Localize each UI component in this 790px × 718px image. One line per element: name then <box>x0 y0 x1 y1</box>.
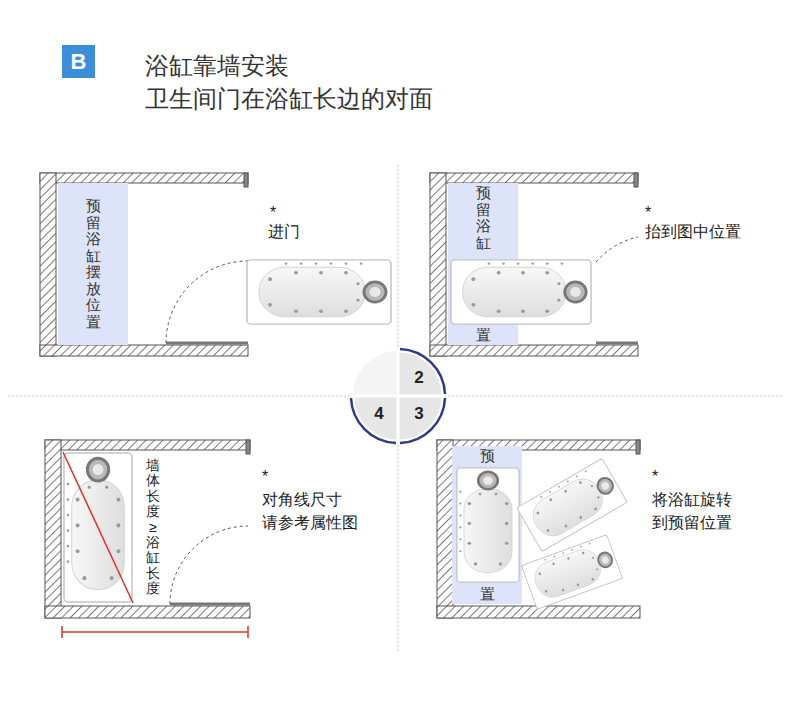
door-swing <box>596 237 638 262</box>
step-number: 2 <box>414 368 423 388</box>
note-mark: * <box>645 204 651 222</box>
note-text: 将浴缸旋转 到预留位置 <box>652 488 738 534</box>
dimension-note: 墙体长度≥浴缸长度 <box>146 458 160 597</box>
bathtub-figure <box>457 468 519 582</box>
dimension-line <box>62 626 248 638</box>
room-plan <box>430 173 638 356</box>
note-mark: * <box>652 468 658 486</box>
room-plan <box>40 173 248 356</box>
vertical-label: 预留浴缸 <box>476 185 491 251</box>
note-text: 进门 <box>268 222 300 243</box>
room-plan <box>437 440 640 618</box>
subtitle-text: 卫生间门在浴缸长边的对面 <box>145 83 433 115</box>
reserved-area: 预留浴缸摆放位置 <box>58 183 128 345</box>
divider-line <box>8 396 782 397</box>
note-text: 抬到图中位置 <box>645 222 741 243</box>
step-circle <box>351 349 445 443</box>
vertical-label: 置 <box>480 586 495 603</box>
bathtub-figure <box>517 458 628 551</box>
door-leaf <box>596 342 638 345</box>
door-leaf <box>166 342 248 345</box>
vertical-label: 预留浴缸摆放位置 <box>86 198 101 330</box>
note-mark: * <box>262 468 268 486</box>
door-swing <box>170 526 248 604</box>
step-number: 3 <box>414 404 423 424</box>
room-plan <box>45 440 250 618</box>
door-swing <box>166 261 248 343</box>
bathtub-figure <box>451 260 591 324</box>
door-leaf <box>170 603 250 606</box>
step-number: 4 <box>374 404 383 424</box>
diagonal-line <box>63 452 133 603</box>
note-text: 对角线尺寸 请参考属性图 <box>262 488 364 534</box>
vertical-label: 置 <box>476 327 491 344</box>
vertical-label: 预 <box>480 448 495 465</box>
divider-line <box>398 165 399 652</box>
title-text: 浴缸靠墙安装 <box>145 50 289 82</box>
badge-letter: B <box>71 49 87 75</box>
section-badge: B <box>62 45 95 78</box>
note-mark: * <box>270 204 276 222</box>
bathtub-figure <box>247 260 391 324</box>
bathtub-figure <box>521 535 622 610</box>
